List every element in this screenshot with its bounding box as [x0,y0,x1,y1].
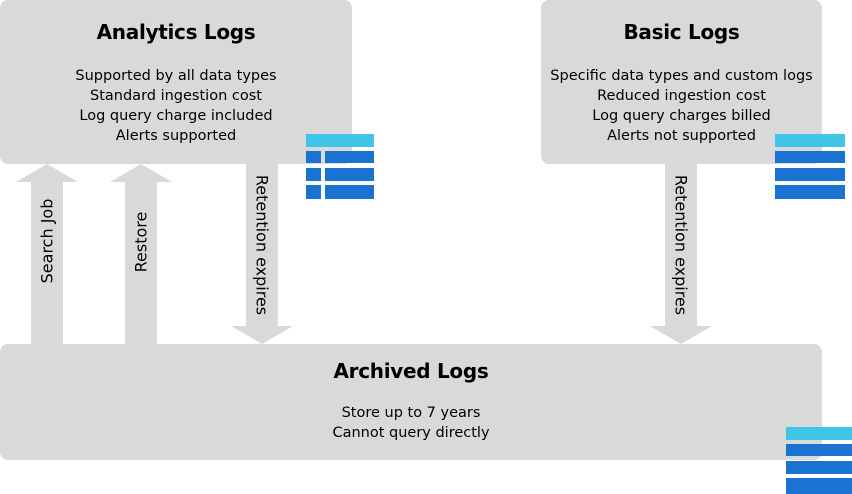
basic-line-3: Log query charges billed [592,108,771,124]
analytics-line-2: Standard ingestion cost [90,88,262,104]
restore-label: Restore [131,211,151,273]
basic-logs-description: Specific data types and custom logs Redu… [541,66,822,146]
archived-logs-box: Archived Logs Store up to 7 years Cannot… [0,344,822,460]
basic-logs-box: Basic Logs Specific data types and custo… [541,0,822,164]
search-job-label: Search Job [37,198,57,284]
basic-logs-title: Basic Logs [623,20,740,44]
table-grid-icon [306,134,374,199]
basic-line-2: Reduced ingestion cost [597,88,766,104]
archived-logs-title: Archived Logs [333,359,489,383]
search-job-arrow [16,164,78,344]
analytics-line-4: Alerts supported [115,128,237,144]
retention-expires-label-analytics: Retention expires [252,174,272,316]
archived-line-1: Store up to 7 years [341,405,481,421]
basic-line-4: Alerts not supported [607,128,756,144]
archived-logs-description: Store up to 7 years Cannot query directl… [0,403,822,443]
analytics-logs-title: Analytics Logs [96,20,256,44]
basic-line-1: Specific data types and custom logs [550,68,813,84]
retention-expires-label-basic: Retention expires [671,174,691,316]
table-rows-icon [786,427,852,494]
retention-expires-arrow-analytics [231,164,293,344]
restore-arrow [110,164,172,344]
retention-expires-arrow-basic [650,164,712,344]
table-rows-icon [775,134,845,199]
analytics-logs-box: Analytics Logs Supported by all data typ… [0,0,352,164]
archived-line-2: Cannot query directly [332,425,490,441]
analytics-line-3: Log query charge included [79,108,273,124]
analytics-line-1: Supported by all data types [75,68,277,84]
analytics-logs-description: Supported by all data types Standard ing… [0,66,352,146]
